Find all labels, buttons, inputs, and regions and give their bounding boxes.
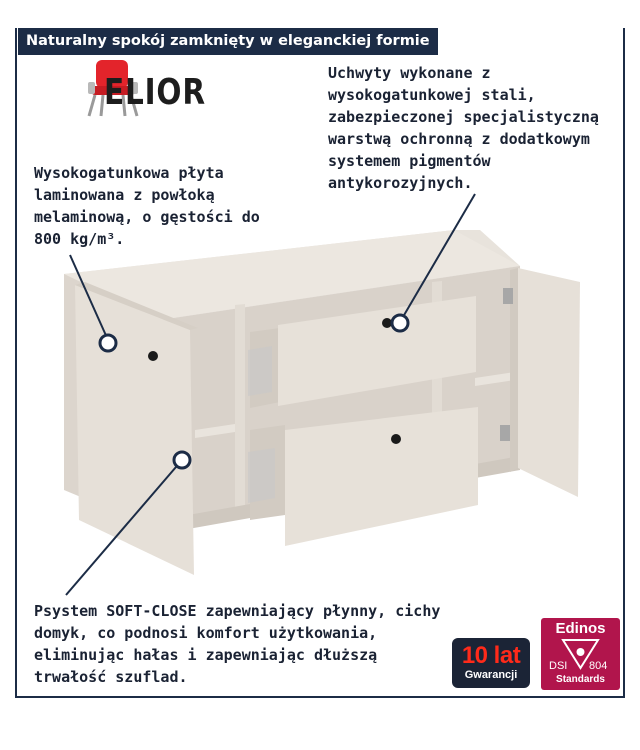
handles-callout-text: Uchwyty wykonane z wysokogatunkowej stal… (328, 64, 599, 192)
certificate-code: 804 (589, 660, 608, 672)
softclose-marker-icon (172, 450, 192, 470)
warranty-label: Gwarancji (464, 669, 518, 681)
certificate-dsi: DSI (549, 660, 568, 672)
brand-name: ELIOR (104, 72, 206, 113)
softclose-callout-text: Psystem SOFT-CLOSE zapewniający płynny, … (34, 602, 441, 686)
content-frame (15, 28, 625, 698)
warranty-years: 10 lat (461, 642, 521, 669)
certificate-title: Edinos (555, 620, 606, 637)
warranty-badge: 10 lat Gwarancji (452, 638, 530, 688)
board-callout-text: Wysokogatunkowa płyta laminowana z powło… (34, 164, 260, 248)
chair-logo-icon (87, 60, 139, 117)
certificate-label: Standards (556, 674, 605, 685)
certificate-badge: Edinos DSI 804 Standards (541, 618, 620, 690)
banner-title: Naturalny spokój zamknięty w eleganckiej… (18, 28, 438, 55)
certificate-logo-icon (561, 639, 600, 670)
handle-marker-icon (390, 313, 410, 333)
board-marker-icon (98, 333, 118, 353)
